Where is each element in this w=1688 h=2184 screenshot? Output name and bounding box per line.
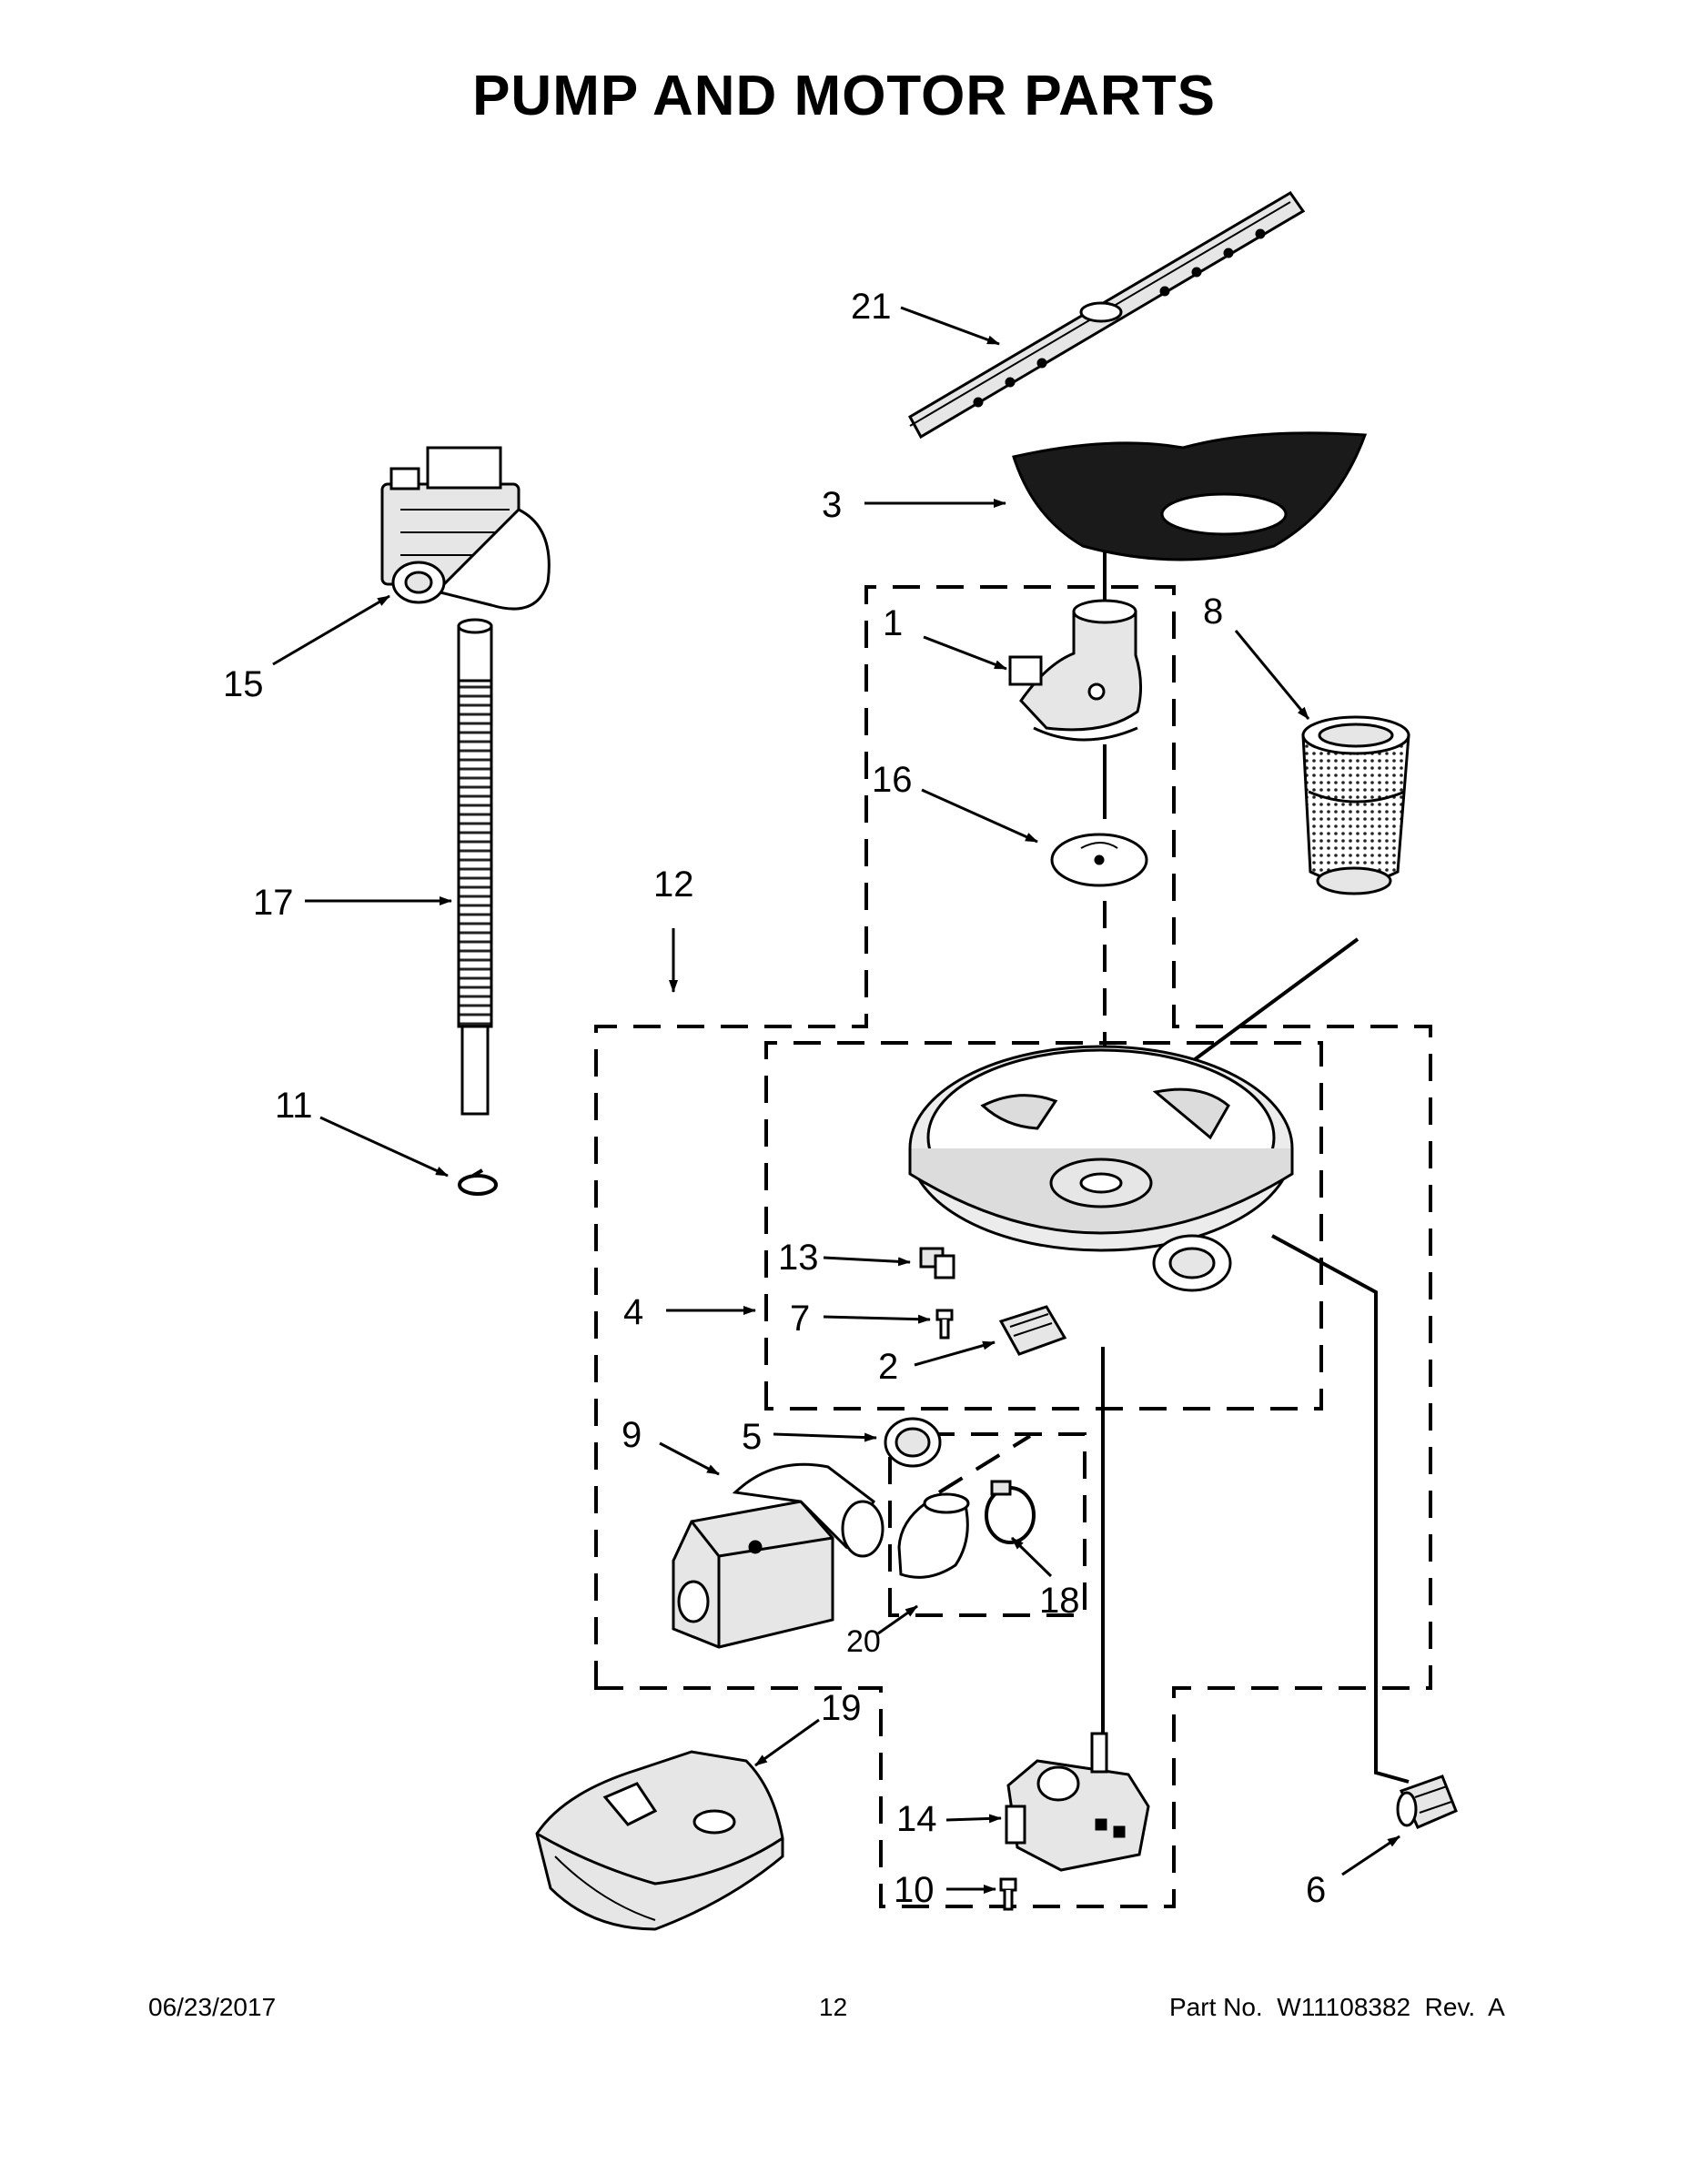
callout-12: 12 <box>653 864 694 905</box>
footer-date: 06/23/2017 <box>148 1993 277 2021</box>
arrow-21 <box>900 306 1000 346</box>
callout-3: 3 <box>822 485 842 525</box>
callout-arrows <box>272 306 1400 1894</box>
connector-part-2 <box>998 1305 1067 1356</box>
callout-14: 14 <box>896 1799 937 1839</box>
arrow-7 <box>823 1314 931 1324</box>
callout-5: 5 <box>742 1417 762 1457</box>
elbow-hose-part-20 <box>897 1492 970 1579</box>
callout-1: 1 <box>883 603 903 643</box>
spray-arm-part-21 <box>907 191 1306 440</box>
callout-4: 4 <box>623 1292 643 1332</box>
callout-21: 21 <box>851 287 892 327</box>
callout-17: 17 <box>253 883 294 923</box>
filter-part-8 <box>1301 715 1410 895</box>
footer-page-number: 12 <box>819 1993 848 2021</box>
arrow-14 <box>945 1814 1002 1824</box>
screw-part-7 <box>935 1309 954 1340</box>
sensor-part-6 <box>1396 1774 1458 1829</box>
callout-7: 7 <box>790 1299 810 1339</box>
footer-part-number: Part No. W11108382 Rev. A <box>1169 1993 1505 2021</box>
arrow-18 <box>1010 1536 1053 1578</box>
callout-15: 15 <box>223 664 264 704</box>
connector-sump-to-6 <box>1271 1234 1410 1784</box>
outline-assembly-12 <box>594 585 1432 1908</box>
motor-part-9 <box>672 1462 884 1649</box>
seal-part-5 <box>884 1417 942 1468</box>
arrow-5 <box>773 1432 877 1442</box>
diverter-part-1 <box>1008 599 1142 742</box>
callout-13: 13 <box>778 1238 819 1278</box>
outline-assembly-4 <box>764 1041 1323 1410</box>
arrow-19 <box>754 1718 820 1767</box>
arrow-6 <box>1341 1835 1400 1876</box>
arrow-9 <box>659 1441 720 1476</box>
diverter-motor-part-14 <box>1005 1732 1150 1872</box>
sump-assembly <box>908 1045 1294 1292</box>
callout-labels: 21 3 1 8 16 15 17 12 11 13 4 7 2 9 5 18 … <box>223 287 1326 1910</box>
arrow-20 <box>877 1604 918 1635</box>
outline-assembly-20 <box>888 1432 1087 1617</box>
arrow-1 <box>923 635 1007 671</box>
clamp-part-18 <box>985 1480 1036 1544</box>
drain-pump-part-15 <box>380 446 551 611</box>
arrow-11 <box>319 1116 449 1178</box>
disc-part-16 <box>1050 833 1148 887</box>
arrow-13 <box>823 1256 911 1267</box>
page-title: PUMP AND MOTOR PARTS <box>472 65 1216 127</box>
callout-11: 11 <box>275 1086 313 1126</box>
arrow-15 <box>272 594 390 666</box>
connector-5-to-hose <box>937 1434 1032 1494</box>
callout-10: 10 <box>894 1870 935 1910</box>
callout-9: 9 <box>622 1415 642 1455</box>
callout-18: 18 <box>1039 1581 1080 1621</box>
arrow-16 <box>921 788 1038 844</box>
base-part-19 <box>535 1750 784 1931</box>
screw-part-10 <box>999 1877 1017 1911</box>
arrow-8 <box>1234 630 1310 720</box>
clip-part-13 <box>919 1247 955 1279</box>
shield-part-3 <box>1012 431 1368 561</box>
drain-hose-part-17 <box>457 618 493 1116</box>
callout-8: 8 <box>1203 592 1223 632</box>
callout-19: 19 <box>821 1688 862 1728</box>
dashed-assembly-outlines <box>594 585 1432 1908</box>
callout-2: 2 <box>878 1347 898 1387</box>
callout-20: 20 <box>846 1624 881 1659</box>
arrow-2 <box>914 1340 996 1367</box>
callout-16: 16 <box>872 760 913 800</box>
clamp-part-11 <box>458 1168 498 1196</box>
callout-6: 6 <box>1306 1870 1326 1910</box>
